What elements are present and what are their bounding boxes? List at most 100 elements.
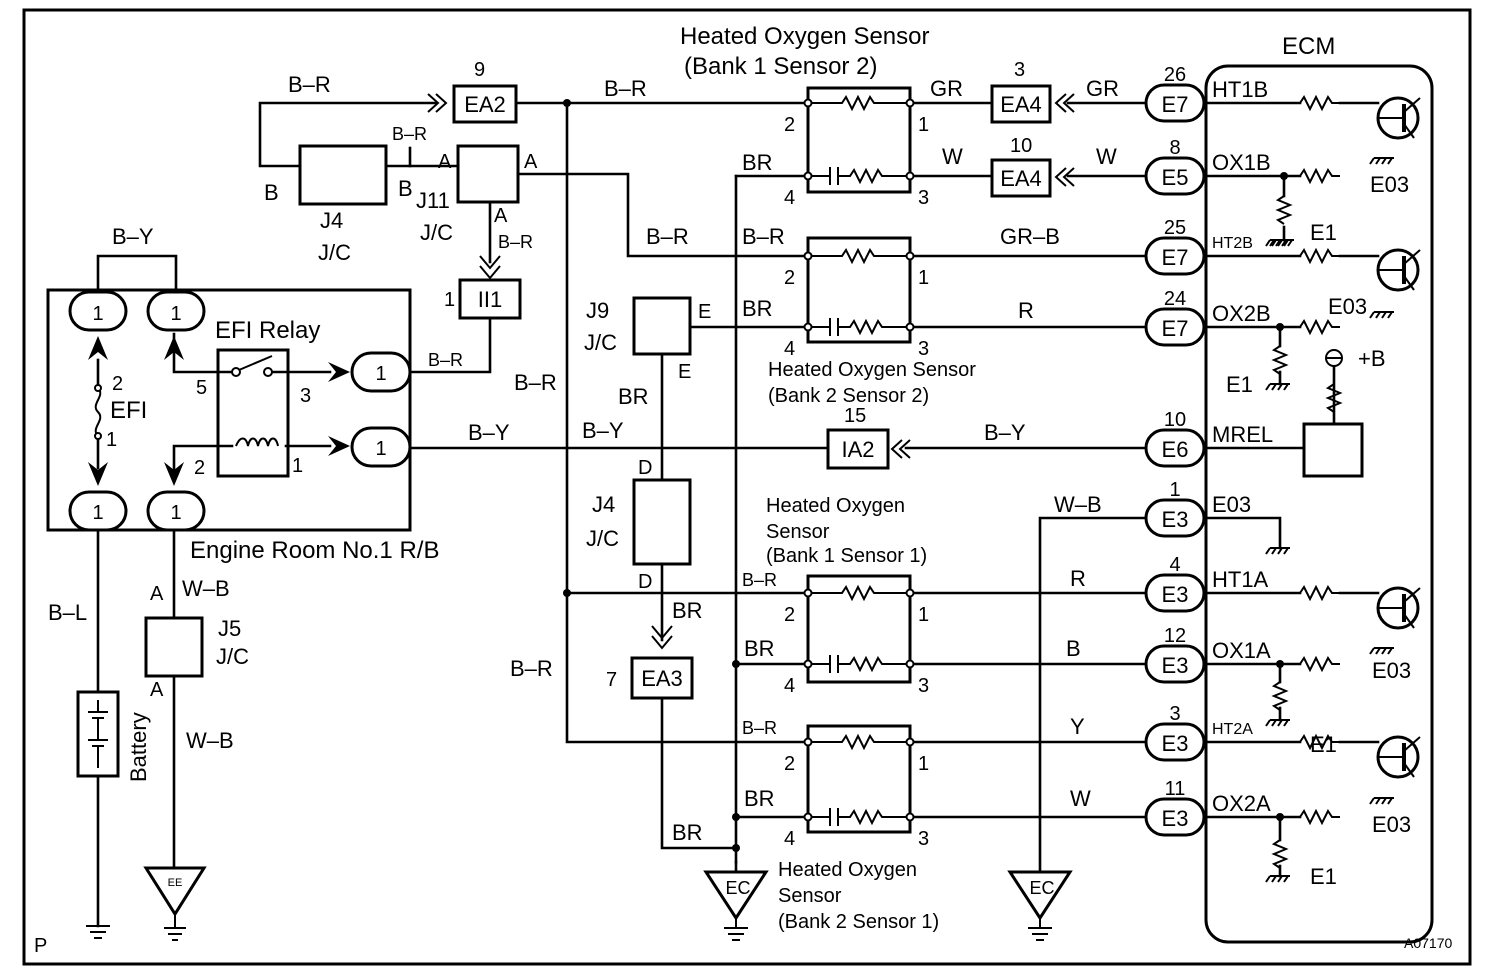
transistor-leads [1378,736,1421,778]
wire-label: B–R [288,72,331,97]
sensor-terminal [905,588,915,598]
sensor-cell [812,808,906,826]
ecm-connector-pill [1144,573,1206,613]
sensor-pin-2: 2 [784,753,795,775]
j4-mid-label: J4 [592,492,615,517]
rb-terminal-bottom-left [68,490,128,532]
j4-top-box [298,144,388,206]
signal-ground-icon [1265,875,1290,883]
ecm-terminal-label: HT2B [1212,235,1253,252]
rb-terminal-label: 1 [92,502,103,524]
ecm-pin-number: 11 [1165,778,1186,800]
j4-top-jc-label: J/C [318,240,351,265]
resistor-symbol [1299,167,1340,185]
chevron-left-icon [1054,167,1075,187]
junction-dot [563,589,571,597]
ecm-connector-pill [1144,797,1206,837]
ecm-connector-pill [1144,722,1206,762]
j9-j4-ea3-group: J9 J/C E E J4 J/C D D EA3 7 [584,296,711,700]
wire-label: B–R [514,370,557,395]
ii1-label: II1 [478,287,502,312]
j9-jc-label: J/C [584,330,617,355]
junction-dot [563,99,571,107]
sensor-pin-3: 3 [918,828,929,850]
ground-ec-label: EC [725,878,750,898]
ea2-connector [452,84,518,124]
ecm-pin-number: 4 [1169,554,1180,576]
wire-label: B–R [646,224,689,249]
rb-terminal-bottom-right [146,490,206,532]
ea4-connector-bottom [990,158,1052,198]
rb-terminal-out-3 [350,351,412,393]
j11-label: J11 [416,188,450,213]
ecm-title: ECM [1282,33,1335,60]
hos-b1s1-subtitle: Sensor [766,521,830,543]
sensor-cell [812,318,906,336]
arrow-head [88,336,108,360]
ground-ec-icon [703,870,769,921]
ecm-terminal-label: E03 [1212,492,1251,517]
heater-resistor [812,733,906,751]
resistor-symbol [1299,584,1340,602]
wire-label: B–R [742,224,785,249]
rb-terminal-label: 1 [170,502,181,524]
transistor-leads [1378,587,1421,629]
sensor-terminal [905,171,915,181]
signal-ground-icon [1265,719,1290,727]
wire-label: W [1096,144,1117,169]
terminal-letter: D [638,457,652,479]
grounds: EE EC EC [86,866,1073,941]
sensor-terminal [803,171,813,181]
ground-ee-icon [143,866,207,917]
ea4-connectors: EA4 3 EA4 10 [990,59,1075,198]
wire-label: B–Y [112,224,154,249]
terminal-letter: D [638,571,652,593]
resistor-symbol [1299,94,1340,112]
j11-jc-label: J/C [420,220,453,245]
ecm-connector-pill [1144,307,1206,347]
wire-label: B–R [428,350,463,370]
sensor-pin-3: 3 [918,338,929,360]
ecm-terminal-label: HT1B [1212,77,1268,102]
sensor-terminal [905,659,915,669]
ea4-bottom-label: EA4 [1000,166,1042,191]
resistor-symbol [1299,733,1340,751]
e03-label: E03 [1370,172,1409,197]
resistor-symbol [1271,839,1289,869]
heater-resistor [812,247,906,265]
rb-terminal-label: 1 [375,438,386,460]
hos-bank2-sensor1: Heated Oxygen Sensor (Bank 2 Sensor 1) [778,724,939,933]
sensor-terminal [803,588,813,598]
wire-label: W–B [186,728,234,753]
hos-b1s2-box [806,86,912,194]
wires [96,101,1380,928]
ea4-connector-top [990,84,1052,124]
sensor-terminal [803,737,813,747]
ecm-connector-label: E7 [1162,92,1189,117]
rb-terminal-label: 1 [170,303,181,325]
j4-top-label: J4 [320,208,343,233]
ea4-top-pin: 3 [1014,59,1025,81]
sensor-cell [812,655,906,673]
chassis-ground-icon [1028,918,1052,941]
efi-relay-label: EFI Relay [215,317,320,344]
j11-box [456,144,520,204]
figure-code: A07170 [1404,935,1452,951]
ecm-terminal-label: MREL [1212,422,1273,447]
sensor-pin-1: 1 [918,753,929,775]
ii1-pin: 1 [444,289,455,311]
chevron-down-icon [651,625,673,650]
sensor-pin-4: 4 [784,338,795,360]
ecm-pin-number: 3 [1169,703,1180,725]
wire-label: BR [618,384,649,409]
fuse-label: EFI [110,397,147,424]
heater-resistor [812,584,906,602]
wire-label: BR [744,786,775,811]
wire-label: BR [672,820,703,845]
wire-label: W [942,144,963,169]
e03-label: E03 [1372,658,1411,683]
sensor-pin-3: 3 [918,187,929,209]
junction-dot [1276,323,1284,331]
j4-j11-junction-blocks: J4 J/C J11 J/C B–R B B B–R A A A B–R II1… [264,72,538,320]
wire-label: GR–B [1000,224,1060,249]
